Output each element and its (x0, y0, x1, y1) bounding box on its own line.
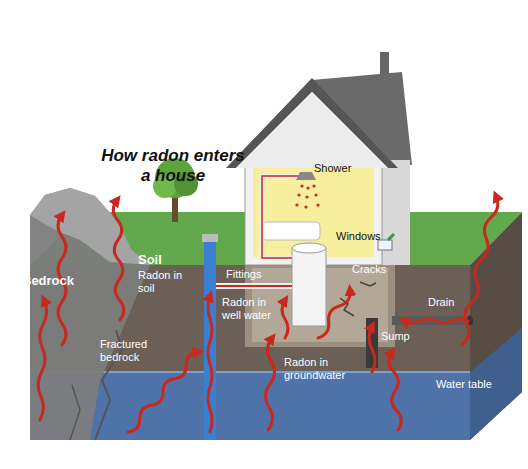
house (245, 152, 382, 265)
well (204, 240, 216, 440)
house (292, 248, 326, 326)
radon-arrow (462, 196, 498, 345)
radon-arrow (265, 338, 274, 430)
shower-spray (314, 193, 317, 196)
radon-arrow (389, 352, 402, 430)
house (262, 222, 320, 240)
bedrock (30, 188, 150, 265)
part-label: Cracks (352, 263, 402, 276)
diagram-title: How radon enters a house (98, 146, 248, 186)
part-label: Sump (381, 330, 421, 343)
part-label: Radon in groundwater (284, 356, 380, 382)
shower-spray (300, 184, 303, 187)
house (226, 78, 398, 168)
part-label: Fractured bedrock (100, 338, 170, 364)
house (236, 92, 388, 168)
part-label: Bedrock (22, 273, 92, 288)
bedrock (30, 188, 150, 440)
well (202, 234, 218, 242)
house (388, 234, 394, 240)
bedrock (70, 385, 80, 440)
shower-spray (297, 193, 300, 196)
part-label: Water table (436, 378, 516, 391)
radon-arrow (208, 296, 212, 432)
radon-flow-arrows (38, 196, 498, 432)
shower-spray (295, 184, 319, 208)
water-pipes (210, 283, 292, 289)
well (202, 234, 218, 440)
bedrock (30, 188, 150, 440)
part-label: Radon in well water (222, 296, 274, 322)
shower-spray (312, 184, 315, 187)
part-label: Drain (428, 296, 468, 309)
sump-and-drain (392, 316, 470, 325)
shower-spray (305, 195, 308, 198)
sump-and-drain (366, 316, 473, 369)
shower-spray (295, 203, 298, 206)
radon-arrow (282, 300, 288, 338)
shower-spray (306, 186, 309, 189)
radon-arrow (369, 326, 375, 372)
radon-arrow (113, 200, 123, 320)
water-pipes (210, 285, 292, 287)
house (292, 243, 326, 253)
part-label: Windows (336, 230, 386, 243)
shower-spray (304, 205, 307, 208)
radon-arrow (38, 300, 46, 420)
house (253, 160, 374, 257)
part-label: Radon in soil (138, 269, 190, 295)
part-label: Shower (314, 162, 374, 175)
water-pipes (262, 176, 305, 258)
part-label: Fittings (226, 268, 286, 281)
radon-arrow (318, 290, 350, 338)
radon-arrow (404, 319, 468, 323)
ground-block (470, 212, 522, 440)
water-pipes (210, 172, 316, 286)
part-label: Soil (138, 252, 188, 267)
shower-spray (316, 203, 319, 206)
house (360, 282, 376, 286)
radon-arrow (128, 352, 198, 432)
water-pipes (262, 176, 305, 258)
water-pipes (296, 172, 316, 180)
